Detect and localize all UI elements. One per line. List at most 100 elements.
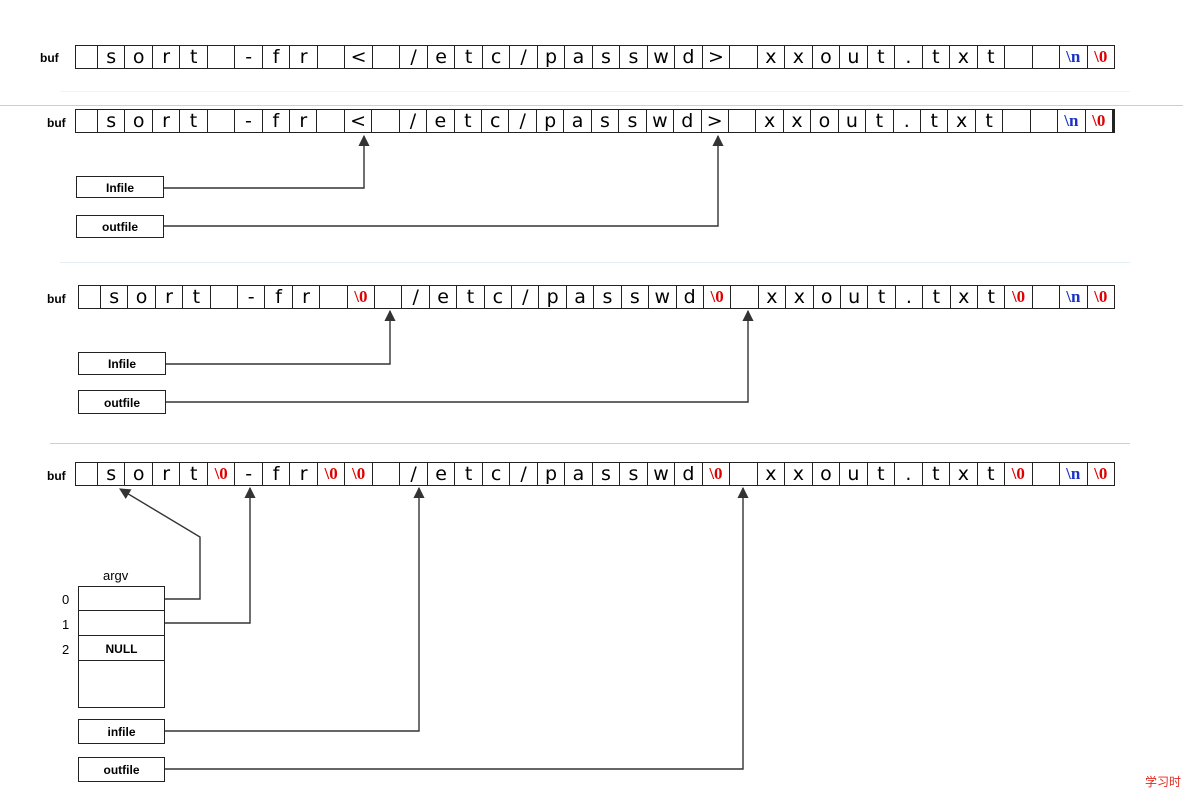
buffer-cell: / — [398, 110, 426, 132]
watermark: 学习时 — [1144, 775, 1181, 789]
buffer-cell: c — [481, 110, 508, 132]
buffer-cell: s — [620, 286, 648, 308]
buffer-cell: \0 — [344, 463, 371, 485]
buffer-cell: s — [593, 286, 620, 308]
buffer-cell: \n — [1059, 286, 1086, 308]
buffer-cell: o — [811, 46, 839, 68]
buffer-cell: t — [976, 463, 1004, 485]
buffer-cell: - — [237, 286, 264, 308]
buffer-cell: r — [289, 463, 316, 485]
buffer-cell: x — [757, 286, 785, 308]
buffer-cell: t — [182, 286, 209, 308]
buffer-cell: u — [837, 110, 865, 132]
buffer-cell: t — [866, 463, 894, 485]
buffer-cell: \0 — [346, 286, 374, 308]
buffer-cell: w — [646, 46, 674, 68]
buffer-cell: c — [481, 463, 509, 485]
buffer-cell — [371, 463, 399, 485]
buffer-cell: u — [839, 46, 866, 68]
buffer-cell — [206, 46, 234, 68]
buffer-cell: o — [124, 110, 151, 132]
outfile-arrow — [165, 486, 749, 770]
buffer-cell: e — [426, 46, 454, 68]
buffer-cell — [730, 286, 757, 308]
buffer-cell — [1031, 286, 1059, 308]
buffer-cell: s — [100, 286, 127, 308]
buffer-cell: . — [894, 46, 921, 68]
buffer-cell: t — [921, 463, 949, 485]
buffer-cell: e — [426, 110, 453, 132]
buffer-cell: x — [784, 46, 811, 68]
separator-line — [60, 262, 1130, 263]
buffer-cell: x — [784, 463, 811, 485]
infile-pointer-box: Infile — [78, 352, 166, 375]
buffer-cell: \0 — [1086, 46, 1114, 68]
argv-index-1: 1 — [62, 617, 70, 632]
buffer-cell: r — [151, 46, 179, 68]
buffer-cell: o — [124, 46, 151, 68]
buffer-cell: t — [921, 46, 949, 68]
buf-label: buf — [47, 292, 66, 306]
buffer-cell: . — [894, 286, 922, 308]
buffer-cell: t — [179, 463, 206, 485]
buffer-cell — [319, 286, 346, 308]
buffer-cell: o — [124, 463, 151, 485]
separator-line — [60, 91, 1130, 92]
buffer-cell: t — [454, 463, 481, 485]
buffer-cell: d — [674, 46, 701, 68]
buffer-cell: x — [947, 110, 974, 132]
outfile-arrow — [166, 309, 754, 403]
buffer-cell: > — [700, 110, 728, 132]
buffer-cell: < — [343, 110, 371, 132]
infile-pointer-box: infile — [78, 719, 165, 744]
buffer-cell: s — [591, 46, 619, 68]
infile-arrow — [164, 134, 370, 189]
outfile-arrow — [164, 134, 724, 227]
buffer-cell — [1029, 110, 1057, 132]
buffer-cell: < — [344, 46, 371, 68]
buffer-cell: - — [234, 463, 261, 485]
buffer-cell: d — [674, 463, 701, 485]
buffer-cell: s — [97, 463, 124, 485]
buffer-cell: - — [234, 110, 261, 132]
buffer-cell: a — [564, 463, 591, 485]
argv1-arrow — [165, 486, 256, 624]
buffer-cell: o — [812, 286, 840, 308]
buffer-cell — [1031, 46, 1059, 68]
buffer-cell: \0 — [206, 463, 234, 485]
buffer-cell: t — [976, 286, 1004, 308]
buffer-cell: s — [619, 463, 646, 485]
infile-arrow — [165, 486, 425, 732]
buffer-cell: x — [949, 463, 976, 485]
buffer-cell: \n — [1059, 46, 1086, 68]
buf-label: buf — [40, 51, 59, 65]
buffer-cell: u — [839, 463, 866, 485]
buffer-cell: u — [839, 286, 867, 308]
buffer-cell: w — [648, 286, 675, 308]
buffer-cell: . — [892, 110, 920, 132]
buffer-cell: x — [782, 110, 810, 132]
buffer-cell: o — [811, 463, 839, 485]
buffer-cell: \0 — [701, 463, 729, 485]
buffer-cell — [316, 110, 343, 132]
buffer-cell: s — [97, 46, 124, 68]
buffer-cell — [1002, 110, 1029, 132]
infile-arrow — [166, 309, 396, 365]
separator-line — [0, 105, 1183, 106]
buffer-cell: t — [454, 46, 481, 68]
buffer-cell: x — [756, 46, 784, 68]
argv0-arrow — [119, 488, 201, 600]
buffer-cell: / — [399, 46, 426, 68]
buffer-cell: p — [538, 286, 565, 308]
buffer-cell: x — [755, 110, 782, 132]
buffer-cell: r — [154, 286, 182, 308]
buffer-cell: r — [151, 110, 179, 132]
infile-pointer-box: Infile — [76, 176, 164, 198]
buffer-cell: - — [234, 46, 261, 68]
buffer-cell: / — [511, 286, 538, 308]
buffer-cell: r — [289, 46, 316, 68]
buffer-cell: t — [867, 286, 894, 308]
